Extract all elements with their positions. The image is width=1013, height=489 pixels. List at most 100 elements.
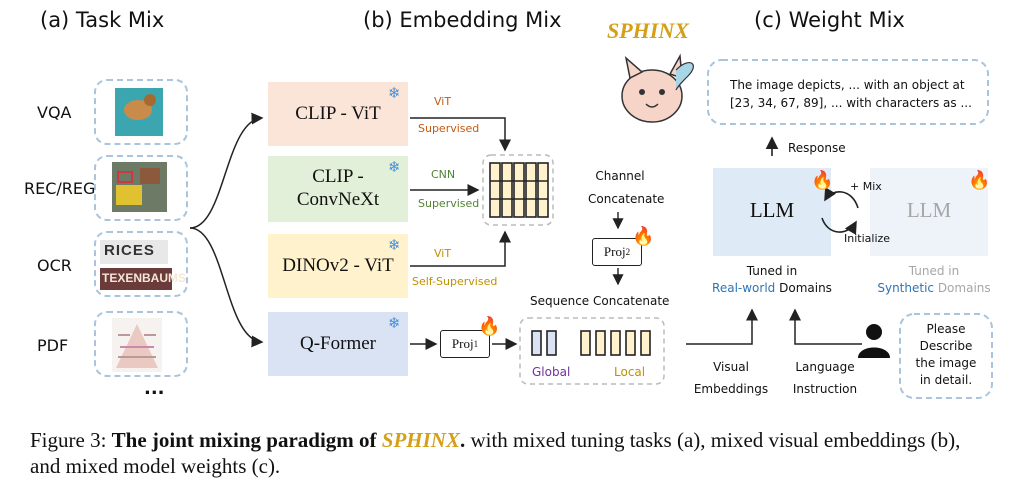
caption-prefix: Figure 3: — [30, 428, 112, 452]
llm-synthetic-box — [870, 168, 988, 256]
global-label: Global — [532, 365, 571, 379]
response-box — [707, 59, 989, 125]
section-title-weight-mix: (c) Weight Mix — [754, 8, 905, 32]
encoder-clip-vit-label: CLIP - ViT — [295, 102, 381, 124]
llm-real-label: LLM — [749, 198, 795, 222]
tuned-synthetic-label: Tuned in Synthetic Domains — [862, 263, 1006, 297]
caption-bold-end: . — [459, 428, 466, 452]
sphinx-logo-text: SPHINX — [607, 18, 689, 43]
frozen-snowflake-icon: ❄ — [388, 158, 401, 176]
tuned-real-label: Tuned in Real-world Domains — [700, 263, 844, 297]
task-box-pdf — [94, 311, 188, 377]
task-label-ocr: OCR — [37, 256, 72, 275]
feature-stack-frame — [482, 154, 554, 226]
global-tokens — [531, 330, 557, 356]
feature-stack — [489, 162, 549, 218]
dinov2-box — [268, 234, 408, 298]
caption-sphinx: SPHINX — [381, 428, 460, 452]
proj2-base: Proj — [603, 244, 626, 259]
channel-concat-label: Channel Concatenate — [588, 165, 665, 211]
vqa-image — [115, 88, 163, 136]
task-box-rec — [94, 155, 188, 221]
initialize-label: Initialize — [844, 232, 891, 245]
section-title-embedding-mix: (b) Embedding Mix — [363, 8, 562, 32]
proj1-sub: 1 — [473, 339, 479, 349]
user-prompt-line1: Please — [926, 322, 966, 336]
clip-vit-training: Supervised — [418, 122, 480, 135]
rec-image — [112, 162, 167, 212]
task-to-encoders-lower — [189, 227, 264, 348]
frozen-snowflake-icon: ❄ — [388, 236, 401, 254]
sequence-concat-label: Sequence Concatenate — [530, 294, 670, 308]
local-tokens — [580, 330, 651, 356]
figure-caption: Figure 3: The joint mixing paradigm of S… — [30, 427, 990, 479]
user-prompt-text: Please Describe the image in detail. — [900, 321, 992, 389]
sphinx-mascot-icon — [621, 53, 694, 123]
mix-arrow — [824, 187, 859, 209]
tuned-real-rest: Domains — [775, 281, 832, 295]
trainable-flame-icon: 🔥 — [478, 316, 501, 337]
visual-embeddings-line2: Embeddings — [693, 382, 769, 396]
clip-vit-box — [268, 82, 408, 146]
language-instruction-line1: Language — [795, 360, 855, 374]
task-box-ocr — [94, 231, 188, 297]
sequence-frame — [519, 317, 665, 385]
ocr-image-text-2: TEXENBAUMS — [102, 271, 187, 285]
visual-embeddings-label: Visual Embeddings — [686, 356, 776, 400]
ocr-image-text-1: RICES — [104, 242, 155, 259]
encoder-dinov2-label: DINOv2 - ViT — [282, 254, 394, 276]
encoder-qformer-label: Q-Former — [300, 332, 376, 354]
visual-embeddings-line1: Visual — [713, 360, 749, 374]
trainable-flame-icon: 🔥 — [968, 170, 991, 191]
tuned-real-line1: Tuned in — [746, 264, 798, 278]
channel-concat-line1: Channel — [595, 169, 645, 183]
response-label: Response — [788, 141, 846, 155]
response-text: The image depicts, ... with an object at… — [730, 76, 980, 112]
task-label-rec-reg: REC/REG — [24, 179, 96, 198]
pdf-image — [112, 318, 162, 372]
language-instruction-line2: Instruction — [792, 382, 858, 396]
convnext-arch: CNN — [431, 168, 456, 181]
user-prompt-line4: in detail. — [919, 373, 973, 387]
llm-synthetic-label: LLM — [906, 198, 952, 222]
dinov2-arch: ViT — [434, 247, 452, 260]
trainable-flame-icon: 🔥 — [632, 226, 655, 247]
language-to-llm-arrow — [789, 308, 862, 345]
local-label: Local — [614, 365, 646, 379]
encoder-clip-convnext-line1: CLIP - — [312, 166, 364, 188]
response-line2: [23, 34, 67, 89], ... with characters as… — [730, 96, 972, 110]
dinov2-arrow — [410, 230, 511, 267]
section-title-task-mix: (a) Task Mix — [40, 8, 165, 32]
clip-convnext-box — [268, 156, 408, 222]
response-line1: The image depicts, ... with an object at — [730, 78, 965, 92]
clip-vit-arch: ViT — [434, 95, 452, 108]
clip-vit-arrow — [410, 117, 511, 152]
proj1-base: Proj — [451, 336, 474, 351]
frozen-snowflake-icon: ❄ — [388, 84, 401, 102]
task-label-pdf: PDF — [37, 336, 69, 355]
mix-label: + Mix — [850, 180, 882, 193]
dinov2-training: Self-Supervised — [412, 275, 498, 288]
task-label-vqa: VQA — [37, 103, 72, 122]
frozen-snowflake-icon: ❄ — [388, 314, 401, 332]
tuned-synthetic-rest: Domains — [934, 281, 991, 295]
convnext-training: Supervised — [418, 197, 480, 210]
caption-rest: with mixed tuning tasks (a), mixed visua… — [30, 428, 961, 478]
language-instruction-label: Language Instruction — [780, 356, 870, 400]
task-to-encoders-upper — [189, 112, 264, 229]
real-world-text: Real-world — [712, 281, 776, 295]
user-prompt-line3: the image — [915, 356, 977, 370]
proj2-sub: 2 — [625, 247, 631, 257]
synthetic-text: Synthetic — [877, 281, 934, 295]
qformer-box — [268, 312, 408, 376]
tasks-more: ... — [144, 378, 165, 399]
encoder-clip-convnext-line2: ConvNeXt — [296, 189, 380, 210]
task-box-vqa — [94, 79, 188, 145]
tuned-synthetic-line1: Tuned in — [908, 264, 960, 278]
user-prompt-box — [899, 313, 993, 399]
channel-concat-line2: Concatenate — [588, 192, 665, 206]
trainable-flame-icon: 🔥 — [811, 170, 834, 191]
